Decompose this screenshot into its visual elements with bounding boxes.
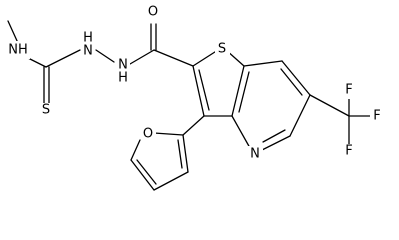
bond-n-n bbox=[95, 49, 115, 63]
bond-furan-c5-c4-inner bbox=[136, 159, 157, 185]
bond-c6-cf3 bbox=[309, 94, 350, 117]
atom-s-thioamide: S bbox=[42, 103, 50, 118]
atom-h-left: H bbox=[83, 31, 93, 46]
bond-c2-s bbox=[192, 49, 219, 67]
atom-s-ring: S bbox=[218, 42, 226, 57]
bond-c5-n4 bbox=[261, 135, 291, 151]
molecule-structure: NH S H N N H O S N O F F F bbox=[6, 4, 383, 191]
bond-nhr-c-carbonyl bbox=[129, 49, 155, 65]
atom-n-pyridine: N bbox=[250, 147, 260, 162]
atom-h-right: H bbox=[118, 71, 128, 86]
bond-c6-c5 bbox=[289, 94, 311, 137]
atom-o-furan: O bbox=[143, 127, 153, 142]
bond-c7-c6 bbox=[281, 60, 311, 96]
bond-c3a-c7a-inner bbox=[238, 71, 250, 113]
bond-c3-furan bbox=[182, 115, 205, 136]
bond-c7-c6-inner bbox=[280, 68, 303, 96]
bonds bbox=[7, 20, 371, 191]
atom-nh-methyl: NH bbox=[8, 43, 28, 58]
atom-f-bottom: F bbox=[345, 144, 352, 159]
atom-n-left: N bbox=[83, 44, 93, 59]
atom-labels: NH S H N N H O S N O F F F bbox=[6, 4, 383, 163]
bond-c5-n4-inner bbox=[262, 129, 286, 143]
bond-furan-c2-o bbox=[153, 132, 184, 136]
bond-c7a-c3a bbox=[231, 65, 245, 117]
bond-c7a-c7 bbox=[243, 60, 283, 67]
bond-furan-c3-c2 bbox=[182, 134, 189, 173]
bond-c-thio-nhl bbox=[45, 49, 81, 68]
bond-furan-c4-c3 bbox=[153, 171, 189, 191]
atom-n-right: N bbox=[118, 58, 128, 73]
bond-furan-o-c5 bbox=[130, 139, 141, 161]
atom-f-top: F bbox=[345, 83, 352, 98]
bond-furan-c5-c4 bbox=[130, 159, 155, 191]
bond-methyl-nh bbox=[7, 20, 19, 44]
bond-c3-c2-inner bbox=[198, 69, 210, 111]
bond-furan-c3-c2-inner bbox=[177, 139, 183, 169]
bond-n4-c3a bbox=[231, 115, 251, 149]
atom-o-carbonyl: O bbox=[148, 5, 158, 20]
atom-f-right: F bbox=[373, 109, 380, 124]
bond-c-carbonyl-c2 bbox=[153, 49, 194, 67]
bond-c3-c2 bbox=[192, 65, 205, 117]
